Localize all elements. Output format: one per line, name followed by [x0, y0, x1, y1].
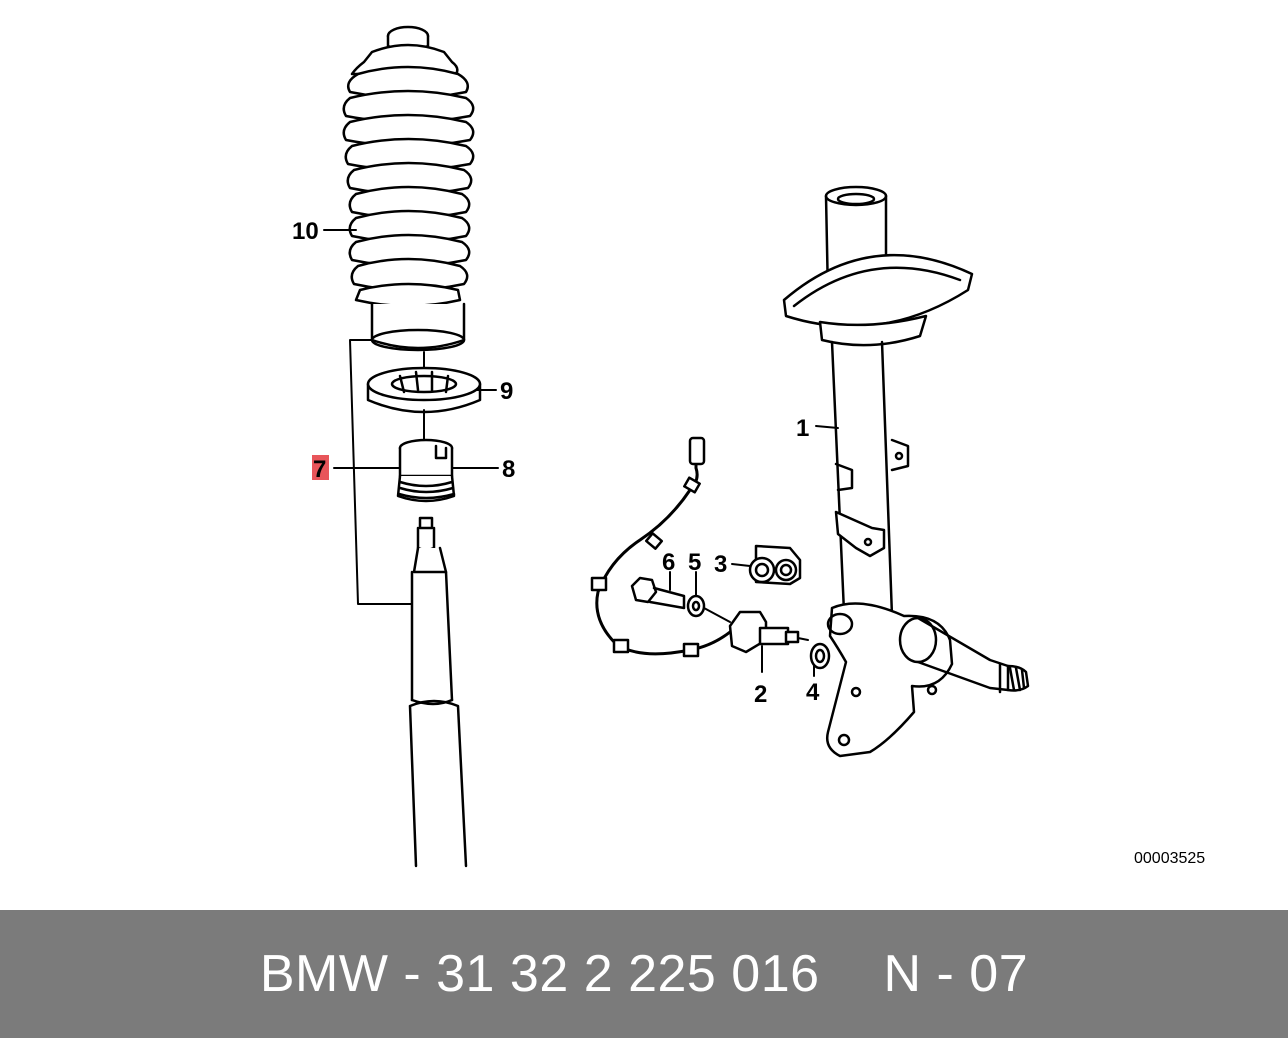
piston-rod — [408, 516, 468, 868]
callout-10: 10 — [292, 218, 319, 245]
exploded-parts-diagram: 10 9 7 8 1 6 5 3 2 4 00003525 — [292, 25, 1205, 868]
bolt-part-6 — [630, 571, 686, 610]
spring-pad-part-9 — [366, 366, 482, 414]
callout-3: 3 — [714, 551, 727, 578]
callout-leaders — [323, 229, 839, 469]
image-number: 00003525 — [1134, 850, 1205, 867]
part-number-banner: BMW - 31 32 2 225 016 N - 07 — [0, 910, 1288, 1038]
abs-sensor-part-2 — [728, 610, 809, 673]
callout-7: 7 — [313, 456, 326, 483]
o-ring-part-4 — [809, 642, 831, 677]
assembly-bracket-line — [349, 339, 413, 605]
dust-boot-part-10 — [342, 25, 475, 352]
highlight-marker — [312, 455, 329, 480]
washer-part-5 — [686, 571, 731, 623]
callout-1: 1 — [796, 415, 809, 442]
callout-2: 2 — [754, 681, 767, 708]
sensor-bush-part-3 — [731, 544, 802, 586]
bump-stop-part-8 — [396, 438, 456, 503]
abs-sensor-cable — [590, 436, 732, 658]
diagram-position: N - 07 — [883, 945, 1029, 1003]
callout-9: 9 — [500, 378, 513, 405]
callout-8: 8 — [502, 456, 515, 483]
callout-4: 4 — [806, 679, 820, 706]
callout-6: 6 — [662, 549, 675, 576]
part-number: BMW - 31 32 2 225 016 — [259, 945, 820, 1003]
callout-5: 5 — [688, 549, 701, 576]
strut-assembly-part-1 — [782, 185, 1030, 758]
